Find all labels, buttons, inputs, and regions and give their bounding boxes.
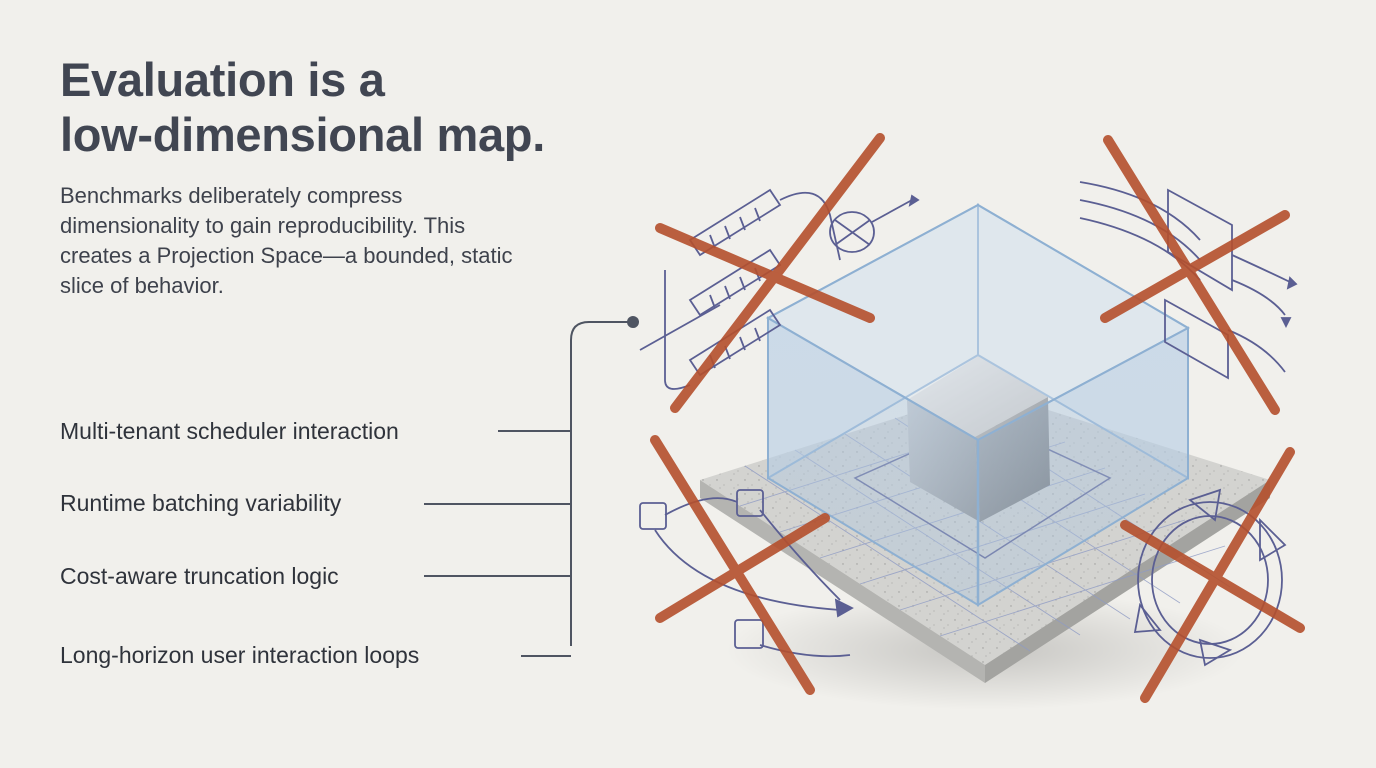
connector-bracket: [424, 321, 632, 657]
subtitle-line-3: creates a Projection Space—a bounded, st…: [60, 243, 513, 268]
subtitle: Benchmarks deliberately compress dimensi…: [60, 181, 620, 301]
factor-label-batching: Runtime batching variability: [60, 490, 342, 516]
title-line-1: Evaluation is a: [60, 53, 385, 106]
projection-glass-box: [765, 203, 1191, 607]
title-line-2: low-dimensional map.: [60, 108, 545, 161]
factor-label-scheduler: Multi-tenant scheduler interaction: [60, 418, 399, 444]
page-title: Evaluation is a low-dimensional map.: [60, 52, 660, 162]
factor-label-truncation: Cost-aware truncation logic: [60, 563, 339, 589]
subtitle-line-4: slice of behavior.: [60, 273, 224, 298]
ring-sketch-bottom-right: [1133, 488, 1287, 667]
cross-mark-icon: [650, 133, 1305, 703]
subtitle-line-1: Benchmarks deliberately compress: [60, 183, 403, 208]
subtitle-line-2: dimensionality to gain reproducibility. …: [60, 213, 466, 238]
connector-dot: [627, 316, 639, 328]
factor-label-interaction-loops: Long-horizon user interaction loops: [60, 642, 420, 668]
